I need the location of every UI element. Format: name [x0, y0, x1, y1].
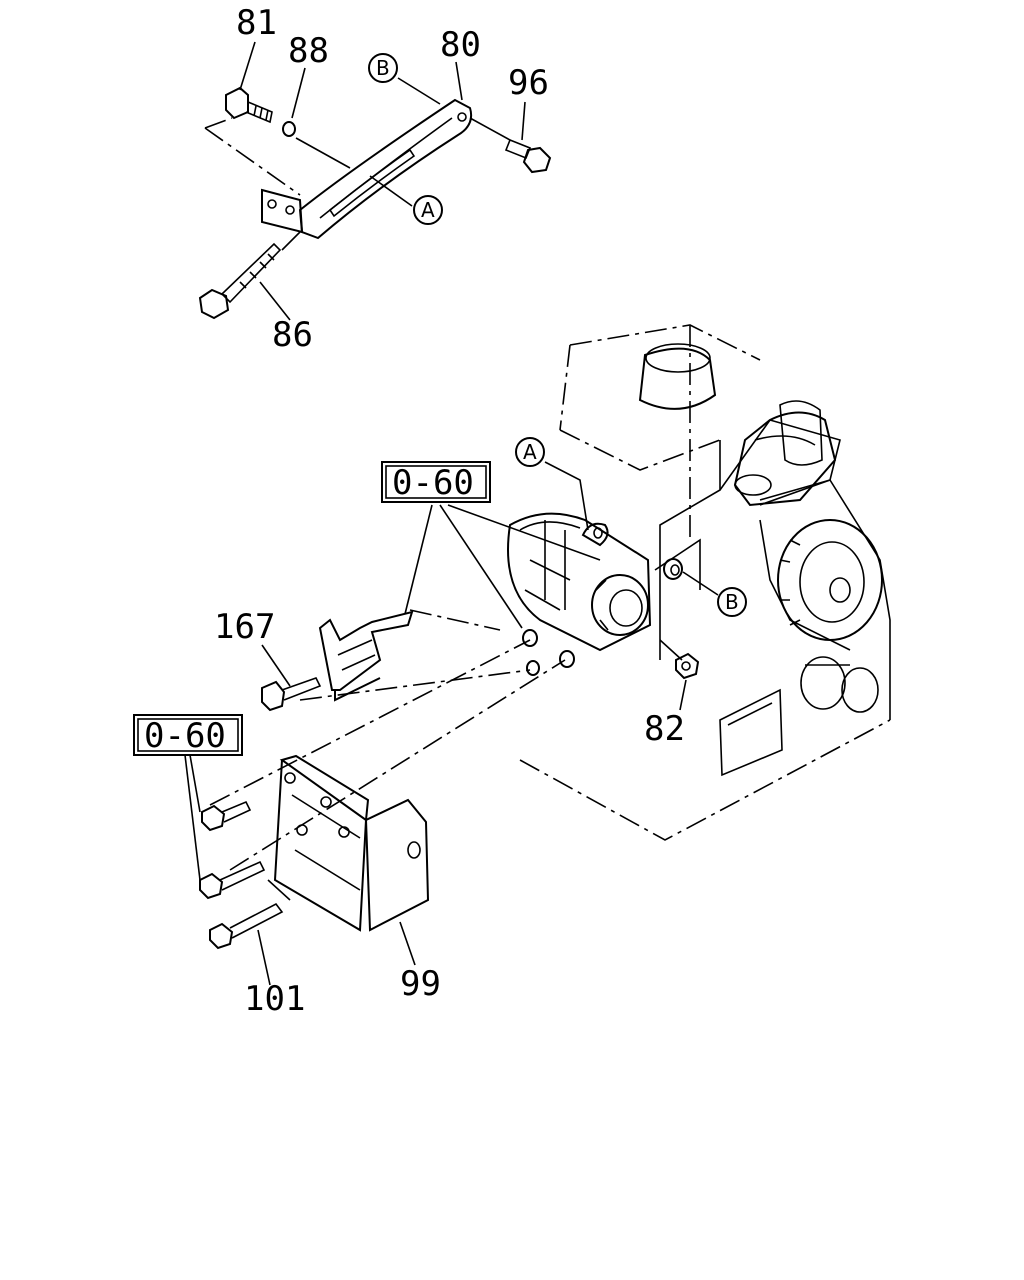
callout-a-mid-letter: A: [523, 440, 537, 464]
bolt-86: [198, 242, 282, 320]
ref-label-upper: 0-60: [392, 463, 474, 503]
alternator: [507, 512, 683, 676]
washer-88: [282, 121, 296, 137]
reference-box-upper: 0-60: [381, 461, 491, 503]
nut-82: [675, 652, 700, 680]
mounting-bracket-99: [199, 754, 430, 950]
label-86: 86: [272, 315, 313, 355]
engine-block-outline: [519, 324, 891, 841]
spacer-b: [663, 558, 683, 580]
bolt-81: [225, 86, 273, 124]
callout-b-top-letter: B: [376, 56, 390, 80]
reference-box-lower: 0-60: [133, 714, 243, 756]
ref-label-lower: 0-60: [144, 716, 226, 756]
callout-a-mid: A: [515, 437, 545, 467]
adjusting-bracket-assembly: [198, 41, 552, 321]
label-96: 96: [508, 63, 549, 103]
label-80: 80: [440, 25, 481, 65]
label-81: 81: [236, 3, 277, 43]
callout-a-top: A: [413, 195, 443, 225]
label-101: 101: [244, 979, 305, 1019]
label-88: 88: [288, 31, 329, 71]
label-99: 99: [400, 964, 441, 1004]
callout-b-mid-letter: B: [725, 590, 739, 614]
label-82: 82: [644, 709, 685, 749]
harness-clip-167: [261, 610, 414, 712]
bolt-96: [504, 138, 552, 174]
callout-a-top-letter: A: [421, 198, 435, 222]
callout-b-top: B: [368, 53, 398, 83]
label-167: 167: [214, 607, 275, 647]
callout-b-mid: B: [717, 587, 747, 617]
